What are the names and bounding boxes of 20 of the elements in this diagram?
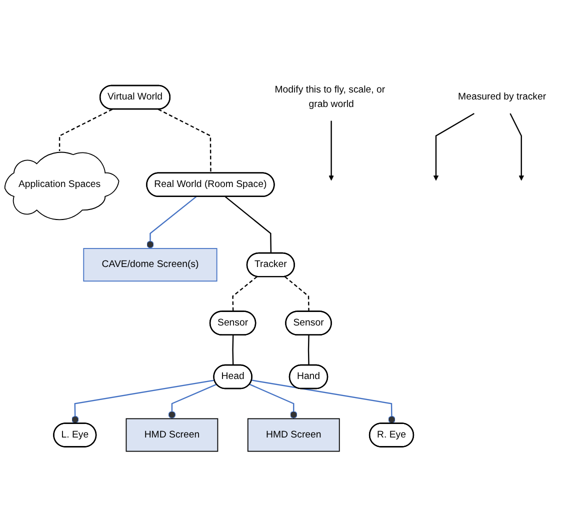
- connector: [249, 384, 298, 419]
- connector: [232, 276, 258, 312]
- node-box: HMD Screen: [126, 418, 218, 452]
- connector: [232, 335, 234, 366]
- node-text: Modify this to fly, scale, or grab world: [274, 84, 386, 110]
- arrow: [433, 113, 474, 181]
- connector: [58, 108, 113, 151]
- node-box: CAVE/dome Screen(s): [83, 248, 218, 282]
- connector: [252, 380, 396, 424]
- connector: [71, 380, 215, 424]
- node-text: Measured by tracker: [458, 92, 546, 102]
- connector: [146, 196, 197, 248]
- connector: [308, 335, 310, 366]
- connector: [284, 276, 310, 312]
- connector: [224, 196, 272, 254]
- connector: [168, 384, 217, 419]
- arrow: [328, 120, 334, 181]
- node-box: HMD Screen: [247, 418, 340, 452]
- arrow: [510, 113, 524, 181]
- connector: [158, 108, 212, 174]
